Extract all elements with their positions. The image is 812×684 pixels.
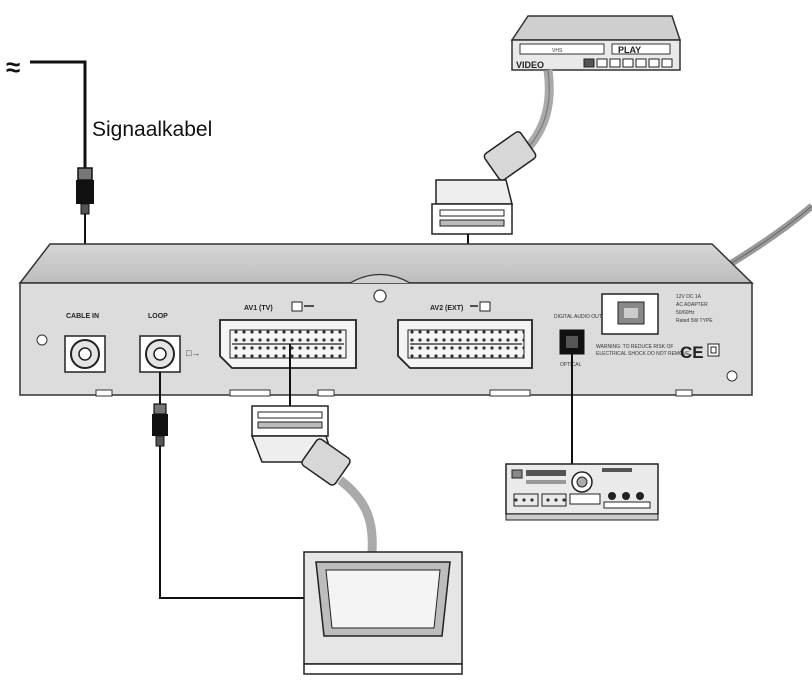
optical-label: OPTICAL — [560, 362, 582, 368]
scart-plug-tv — [250, 405, 351, 486]
vcr-brand: VHS — [552, 48, 563, 54]
cable-in-port: CABLE IN — [64, 313, 106, 373]
television-device — [303, 551, 463, 675]
rating-line-4: Rated 5W TYPE — [676, 318, 713, 324]
scart-plug-vcr — [431, 131, 537, 235]
cable-in-label: CABLE IN — [66, 313, 99, 320]
vcr-display: PLAY — [618, 45, 641, 55]
av1-scart-port: AV1 (TV) — [219, 301, 357, 369]
av2-scart-port: AV2 (EXT) — [397, 301, 533, 369]
ce-mark: CE — [680, 343, 704, 362]
power-socket — [601, 293, 659, 335]
rating-line-1: 12V DC 1A — [676, 294, 702, 300]
warning-line-1: WARNING: TO REDUCE RISK OF — [596, 344, 673, 350]
coax-plug-loop — [152, 403, 168, 447]
svg-text:≈: ≈ — [6, 52, 20, 82]
av1-label: AV1 (TV) — [244, 305, 273, 312]
rating-line-2: AC ADAPTER — [676, 302, 708, 308]
vcr-device: VHS PLAY VIDEO — [510, 15, 682, 71]
av2-label: AV2 (EXT) — [430, 305, 463, 312]
coax-plug-top — [76, 167, 94, 215]
antenna-symbol: ≈ — [6, 52, 20, 82]
digital-audio-port: DIGITAL AUDIO OUT OPTICAL — [554, 314, 602, 368]
loop-port: LOOP □→ — [139, 313, 200, 373]
warning-line-2: ELECTRICAL SHOCK DO NOT REMOVE — [596, 351, 690, 357]
signal-cable — [30, 60, 87, 168]
digital-audio-label: DIGITAL AUDIO OUT — [554, 314, 602, 320]
loop-label: LOOP — [148, 313, 168, 320]
coax-wire-to-tv — [159, 446, 304, 599]
tv-scart-cable — [337, 476, 377, 553]
audio-receiver-device — [505, 463, 659, 521]
signal-cable-label: Signaalkabel — [92, 118, 212, 141]
vcr-label: VIDEO — [516, 60, 544, 70]
svg-text:□→: □→ — [186, 348, 200, 358]
rating-line-3: 50/60Hz — [676, 310, 695, 316]
